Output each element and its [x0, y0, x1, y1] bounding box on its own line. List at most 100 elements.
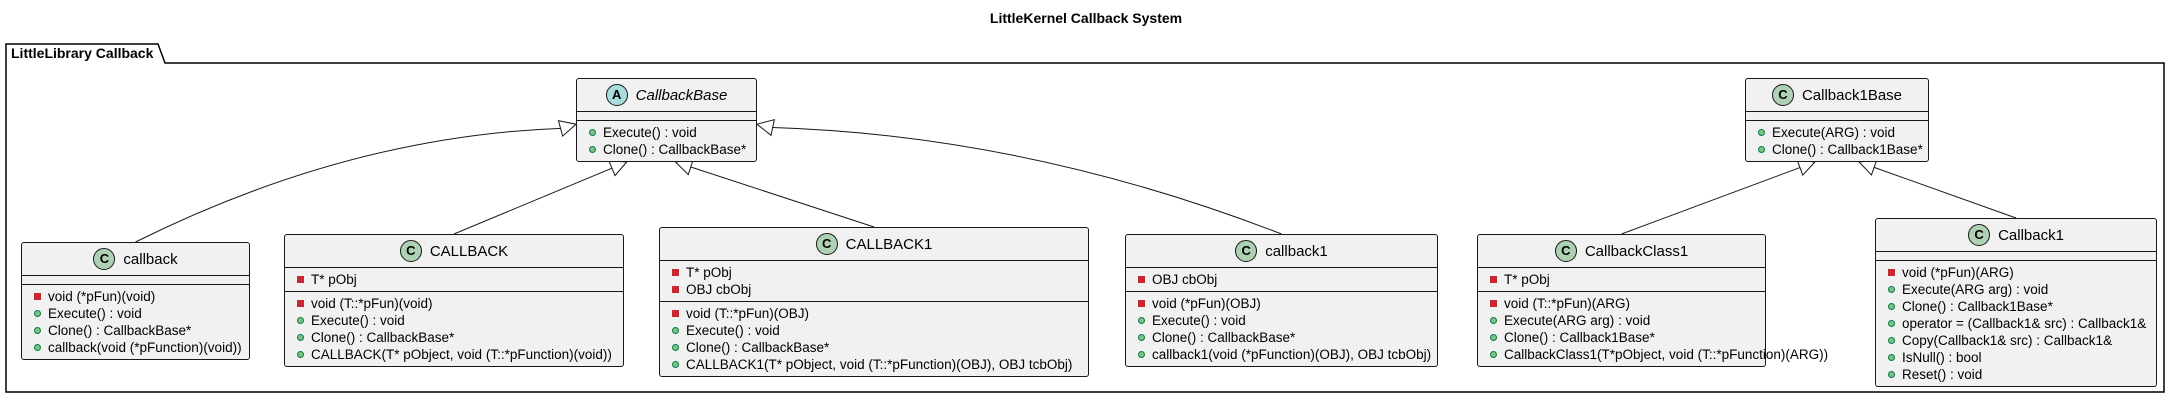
public-visibility-icon [34, 310, 41, 317]
method-text: Clone() : CallbackBase* [48, 323, 192, 338]
method-text: void (T::*pFun)(void) [311, 296, 433, 311]
method-item: Execute(ARG arg) : void [1876, 281, 2156, 298]
class-icon: C [1771, 84, 1794, 106]
public-visibility-icon [297, 334, 304, 341]
field-text: T* pObj [1504, 272, 1550, 287]
class-icon: C [1968, 224, 1991, 246]
private-visibility-icon [672, 286, 679, 293]
inheritance-arrowhead [557, 119, 578, 137]
public-visibility-icon [589, 146, 596, 153]
class-name: CALLBACK [429, 242, 509, 260]
fields-section [577, 112, 756, 121]
method-item: Clone() : CallbackBase* [660, 339, 1088, 356]
method-text: Clone() : CallbackBase* [603, 142, 747, 157]
public-visibility-icon [1888, 354, 1895, 361]
method-item: void (*pFun)(OBJ) [1126, 295, 1437, 312]
public-visibility-icon [1138, 334, 1145, 341]
method-item: operator = (Callback1& src) : Callback1& [1876, 315, 2156, 332]
method-text: Copy(Callback1& src) : Callback1& [1902, 333, 2113, 348]
method-item: Clone() : CallbackBase* [285, 329, 623, 346]
method-item: Execute() : void [285, 312, 623, 329]
method-text: Execute(ARG arg) : void [1902, 282, 2049, 297]
public-visibility-icon [1888, 337, 1895, 344]
field-item: OBJ cbObj [660, 281, 1088, 298]
method-text: Execute(ARG arg) : void [1504, 313, 1651, 328]
class-icon: C [1554, 240, 1577, 262]
fields-section: T* pObj [285, 268, 623, 292]
method-text: Execute() : void [686, 323, 780, 338]
method-item: Clone() : Callback1Base* [1876, 298, 2156, 315]
method-item: CALLBACK(T* pObject, void (T::*pFunction… [285, 346, 623, 363]
public-visibility-icon [1758, 129, 1765, 136]
private-visibility-icon [1888, 269, 1895, 276]
method-item: CALLBACK1(T* pObject, void (T::*pFunctio… [660, 356, 1088, 373]
method-item: Clone() : CallbackBase* [22, 322, 249, 339]
package-frame [5, 43, 2165, 393]
inheritance-edge [772, 126, 1282, 235]
method-item: callback1(void (*pFunction)(OBJ), OBJ tc… [1126, 346, 1437, 363]
method-item: Reset() : void [1876, 366, 2156, 383]
method-text: IsNull() : bool [1902, 350, 1982, 365]
field-item: T* pObj [285, 271, 623, 288]
public-visibility-icon [34, 327, 41, 334]
inheritance-edge [1621, 167, 1801, 235]
method-text: void (*pFun)(ARG) [1902, 265, 2014, 280]
package-name: LittleLibrary Callback [11, 45, 154, 61]
method-text: Clone() : Callback1Base* [1902, 299, 2053, 314]
private-visibility-icon [34, 293, 41, 300]
method-item: callback(void (*pFunction)(void)) [22, 339, 249, 356]
inheritance-edge [453, 167, 613, 235]
method-text: Execute(ARG) : void [1772, 125, 1896, 140]
public-visibility-icon [589, 129, 596, 136]
private-visibility-icon [297, 300, 304, 307]
class-header: C CALLBACK1 [660, 228, 1088, 261]
method-item: void (*pFun)(ARG) [1876, 264, 2156, 281]
inheritance-edge [135, 127, 561, 243]
private-visibility-icon [297, 276, 304, 283]
methods-section: void (*pFun)(ARG) Execute(ARG arg) : void… [1876, 261, 2156, 386]
method-item: void (T::*pFun)(OBJ) [660, 305, 1088, 322]
class-name: callback1 [1265, 242, 1328, 260]
inheritance-arrowhead [608, 160, 628, 177]
inheritance-arrowhead [1858, 159, 1878, 176]
method-text: callback1(void (*pFunction)(OBJ), OBJ tc… [1152, 347, 1432, 362]
public-visibility-icon [1888, 303, 1895, 310]
private-visibility-icon [672, 269, 679, 276]
method-text: operator = (Callback1& src) : Callback1& [1902, 316, 2147, 331]
class-name: CALLBACK1 [845, 235, 933, 253]
public-visibility-icon [672, 344, 679, 351]
abstract-class-icon: A [605, 84, 628, 106]
public-visibility-icon [1490, 317, 1497, 324]
field-item: T* pObj [660, 264, 1088, 281]
class-name: callback [123, 250, 178, 268]
method-text: Execute() : void [48, 306, 142, 321]
method-item: Execute(ARG) : void [1746, 124, 1928, 141]
fields-section [1746, 112, 1928, 121]
method-text: Execute() : void [1152, 313, 1246, 328]
method-item: Execute(ARG arg) : void [1478, 312, 1765, 329]
public-visibility-icon [1758, 146, 1765, 153]
method-text: void (T::*pFun)(ARG) [1504, 296, 1631, 311]
class-icon: C [93, 248, 116, 270]
class-icon: C [815, 233, 838, 255]
inheritance-edge [690, 166, 875, 228]
public-visibility-icon [672, 327, 679, 334]
method-item: IsNull() : bool [1876, 349, 2156, 366]
